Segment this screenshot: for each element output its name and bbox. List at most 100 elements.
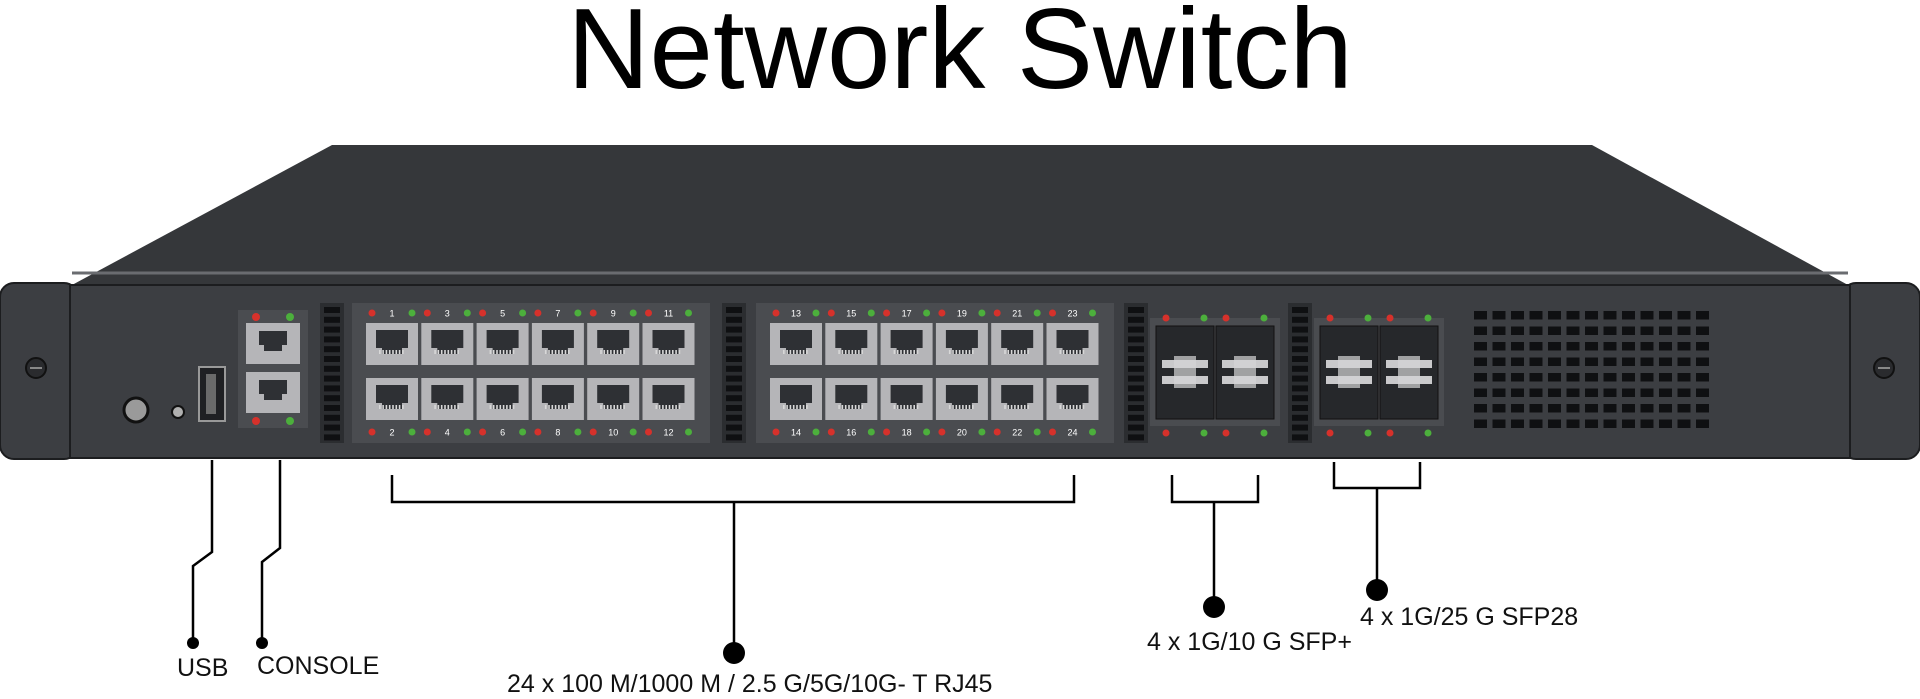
rj45-port[interactable] bbox=[825, 378, 878, 420]
rj45-port[interactable] bbox=[366, 378, 418, 420]
led-red bbox=[589, 309, 597, 317]
rj45-port[interactable] bbox=[421, 378, 474, 420]
rj45-port[interactable] bbox=[587, 378, 640, 420]
led-green bbox=[519, 309, 527, 317]
grille-slot bbox=[1529, 342, 1543, 351]
led-green bbox=[978, 309, 986, 317]
vent-slot bbox=[1128, 316, 1144, 323]
grille-slot bbox=[1585, 326, 1598, 335]
vent-slot bbox=[726, 336, 742, 343]
rj45-port[interactable] bbox=[587, 323, 640, 365]
rj45-port[interactable] bbox=[880, 378, 933, 420]
rj45-port[interactable] bbox=[991, 378, 1044, 420]
grille-slot bbox=[1511, 311, 1524, 320]
led-green bbox=[685, 428, 692, 436]
vent-slot bbox=[324, 356, 340, 362]
sfp28-group bbox=[1314, 314, 1444, 437]
callout-lines bbox=[191, 460, 1422, 648]
led-red bbox=[993, 428, 1001, 436]
vent-slot bbox=[324, 326, 340, 333]
grille-slot bbox=[1696, 357, 1709, 366]
rj45-port[interactable] bbox=[476, 378, 529, 420]
led-red bbox=[938, 309, 946, 317]
grille-slot bbox=[1640, 388, 1654, 397]
grille-slot bbox=[1511, 326, 1524, 335]
rj45-port[interactable] bbox=[476, 323, 529, 365]
sfp28-port[interactable] bbox=[1319, 325, 1379, 420]
sfp-plus-port[interactable] bbox=[1215, 325, 1275, 420]
grille-slot bbox=[1492, 311, 1506, 320]
vent-slot bbox=[1292, 336, 1308, 343]
led-green bbox=[812, 428, 820, 436]
led-green bbox=[574, 309, 582, 317]
led-green bbox=[867, 428, 875, 436]
rj45-port[interactable] bbox=[991, 323, 1044, 365]
grille-slot bbox=[1492, 357, 1506, 366]
rj45-port[interactable] bbox=[1046, 378, 1099, 420]
led-red bbox=[883, 309, 891, 317]
led-red bbox=[645, 309, 652, 317]
grille-slot bbox=[1529, 388, 1543, 397]
port-number: 18 bbox=[902, 428, 912, 438]
port-number: 9 bbox=[611, 309, 616, 319]
grille-slot bbox=[1659, 326, 1672, 335]
vent-strip bbox=[320, 303, 344, 443]
led-green bbox=[1260, 314, 1268, 322]
led-green bbox=[1033, 309, 1041, 317]
vent-slot bbox=[1128, 434, 1144, 441]
vent-strips bbox=[320, 303, 1312, 443]
grille-slot bbox=[1640, 404, 1654, 413]
rj45-port[interactable] bbox=[880, 323, 933, 365]
rj45-port[interactable] bbox=[531, 378, 584, 420]
rj45-port[interactable] bbox=[531, 323, 584, 365]
grille-slot bbox=[1511, 388, 1524, 397]
rj45-port[interactable] bbox=[642, 378, 695, 420]
rj45-port[interactable] bbox=[366, 323, 418, 365]
grille-slot bbox=[1603, 342, 1617, 351]
rj45-port[interactable] bbox=[421, 323, 474, 365]
rj45-port[interactable] bbox=[825, 323, 878, 365]
rj45-port[interactable] bbox=[1046, 323, 1099, 365]
sfp28-port[interactable] bbox=[1379, 325, 1439, 420]
usb-label: USB bbox=[177, 654, 229, 682]
vent-slot bbox=[1128, 405, 1144, 411]
grille-slot bbox=[1677, 373, 1691, 382]
vent-slot bbox=[1128, 336, 1144, 343]
rj45-port[interactable] bbox=[770, 323, 822, 365]
led-green bbox=[408, 428, 416, 436]
led-red bbox=[1222, 314, 1230, 322]
led-green bbox=[519, 428, 527, 436]
led-red bbox=[589, 428, 597, 436]
port-number: 6 bbox=[500, 428, 505, 438]
led-red bbox=[1049, 428, 1056, 436]
console-callout-dot bbox=[256, 637, 268, 649]
vent-slot bbox=[726, 395, 742, 402]
grille-slot bbox=[1696, 373, 1709, 382]
led-green bbox=[867, 309, 875, 317]
console-callout-line bbox=[260, 460, 282, 640]
grille-slot bbox=[1585, 342, 1598, 351]
rj45-port[interactable] bbox=[935, 323, 988, 365]
grille-slot bbox=[1677, 404, 1691, 413]
grille-slot bbox=[1585, 388, 1598, 397]
grille-slot bbox=[1677, 419, 1691, 428]
grille-slot bbox=[1622, 357, 1635, 366]
vent-slot bbox=[1292, 385, 1308, 392]
rj45-port[interactable] bbox=[935, 378, 988, 420]
grille-slot bbox=[1474, 311, 1487, 320]
rj45-port[interactable] bbox=[770, 378, 822, 420]
sfp-plus-port[interactable] bbox=[1155, 325, 1215, 420]
port-number: 14 bbox=[791, 428, 801, 438]
vent-slot bbox=[324, 395, 340, 402]
led-red bbox=[772, 428, 780, 436]
grille-slot bbox=[1659, 388, 1672, 397]
grille-slot bbox=[1474, 419, 1487, 428]
port-number: 24 bbox=[1067, 428, 1077, 438]
rj45-callout-dot bbox=[723, 642, 745, 664]
port-number: 20 bbox=[957, 428, 967, 438]
vent-slot bbox=[1292, 365, 1308, 372]
console-label: CONSOLE bbox=[257, 652, 380, 680]
grille-slot bbox=[1622, 373, 1635, 382]
rj45-port[interactable] bbox=[642, 323, 695, 365]
